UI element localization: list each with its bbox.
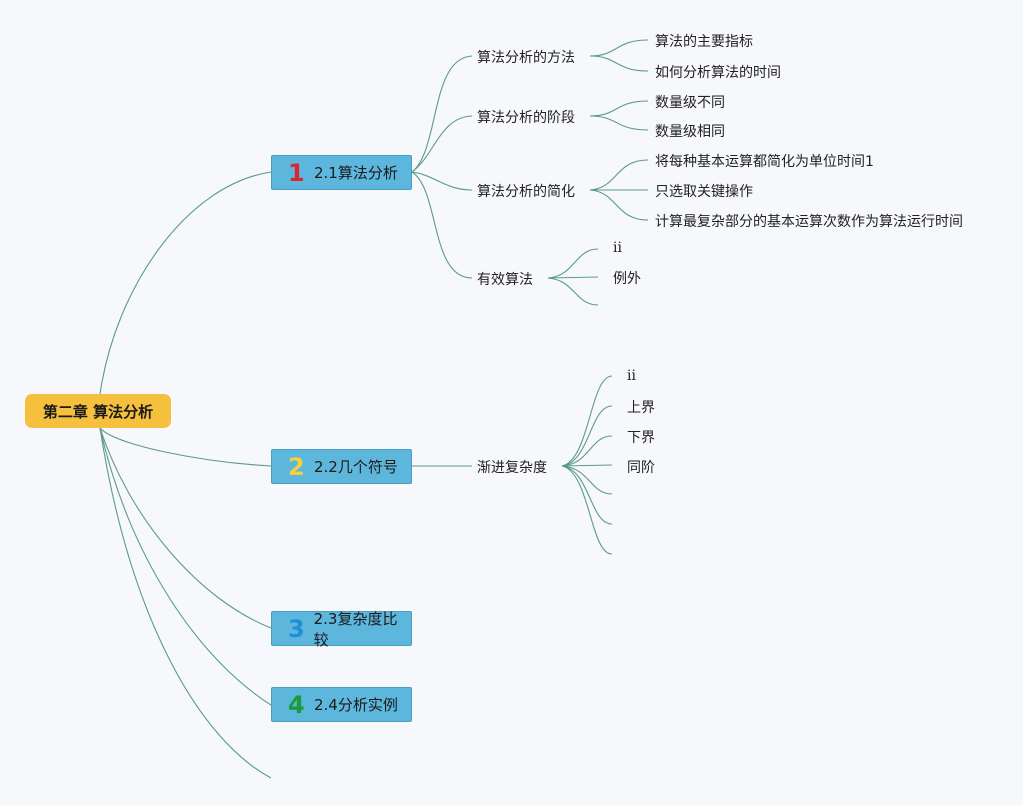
topic-2-4[interactable]: 4 2.4分析实例 <box>271 687 412 722</box>
leaf-order-same[interactable]: 数量级相同 <box>655 124 725 140</box>
leaf-lower-bound[interactable]: 下界 <box>627 430 655 446</box>
topic-2-1[interactable]: 1 2.1算法分析 <box>271 155 412 190</box>
topic-label: 2.3复杂度比较 <box>313 609 398 649</box>
leaf-order-different[interactable]: 数量级不同 <box>655 95 725 111</box>
number-one-icon: 1 <box>288 158 305 187</box>
root-title: 第二章 算法分析 <box>42 402 154 421</box>
subtopic-analysis-simplify[interactable]: 算法分析的简化 <box>477 184 575 200</box>
number-two-icon: 2 <box>288 452 305 481</box>
subtopic-analysis-stage[interactable]: 算法分析的阶段 <box>477 110 575 126</box>
topic-label: 2.1算法分析 <box>314 164 398 182</box>
topic-label: 2.2几个符号 <box>314 458 398 476</box>
root-topic[interactable]: 第二章 算法分析 <box>25 394 171 428</box>
leaf-upper-bound[interactable]: 上界 <box>627 400 655 416</box>
leaf-key-operation[interactable]: 只选取关键操作 <box>655 184 753 200</box>
number-three-icon: 3 <box>288 614 305 643</box>
subtopic-asymptotic-complexity[interactable]: 渐进复杂度 <box>477 460 547 476</box>
subtopic-analysis-method[interactable]: 算法分析的方法 <box>477 50 575 66</box>
topic-label: 2.4分析实例 <box>314 696 398 714</box>
subtopic-efficient-algorithm[interactable]: 有效算法 <box>477 272 533 288</box>
leaf-same-order[interactable]: 同阶 <box>627 460 655 476</box>
number-four-icon: 4 <box>288 690 305 719</box>
leaf-ii[interactable]: ii <box>627 368 636 384</box>
leaf-main-indicators[interactable]: 算法的主要指标 <box>655 34 753 50</box>
leaf-unit-time[interactable]: 将每种基本运算都简化为单位时间1 <box>655 154 874 170</box>
topic-2-2[interactable]: 2 2.2几个符号 <box>271 449 412 484</box>
leaf-ii[interactable]: ii <box>613 240 622 256</box>
leaf-exception[interactable]: 例外 <box>613 271 641 287</box>
leaf-how-analyze-time[interactable]: 如何分析算法的时间 <box>655 65 781 81</box>
topic-2-3[interactable]: 3 2.3复杂度比较 <box>271 610 412 649</box>
leaf-complex-part[interactable]: 计算最复杂部分的基本运算次数作为算法运行时间 <box>655 214 963 230</box>
